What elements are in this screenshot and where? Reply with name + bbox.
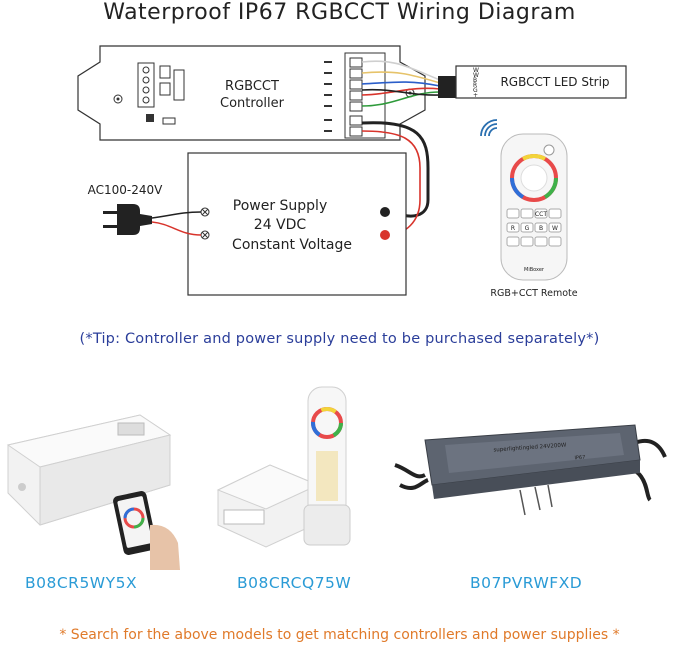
remote-label: RGB+CCT Remote [490, 288, 577, 299]
product-images: superlightingled 24V200W IP67 [6, 386, 667, 570]
ac-plug-icon [103, 204, 152, 235]
product-image-controller-remote [216, 386, 351, 548]
remote-button-cct: CCT [535, 211, 547, 218]
product-model-2: B08CRCQ75W [237, 574, 352, 592]
product-model-1: B08CR5WY5X [25, 574, 138, 592]
strip-wires [361, 60, 441, 107]
ac-terminals [200, 207, 210, 240]
psu-label-line1: Power Supply [233, 198, 328, 214]
remote-buttons: CCT R G B W [506, 208, 562, 247]
remote-brand: MiBoxer [524, 267, 545, 273]
footer-note: * Search for the above models to get mat… [59, 627, 620, 643]
strip-pin: W [473, 72, 479, 79]
psu-product-brand: superlightingled 24V200W [493, 442, 567, 453]
remote-button-g: G [525, 225, 530, 232]
strip-pin: G [473, 87, 478, 94]
remote-wifi-icon [480, 119, 498, 137]
psu-product-rating: IP67 [574, 455, 585, 462]
strip-pin: W [473, 67, 479, 74]
tip-text: (*Tip: Controller and power supply need … [79, 331, 600, 347]
controller-label-line1: RGBCCT [225, 79, 279, 94]
dc-terminal-negative [380, 207, 390, 217]
dc-cable [361, 121, 430, 218]
page-title: Waterproof IP67 RGBCCT Wiring Diagram [103, 0, 576, 25]
controller-label-line2: Controller [220, 96, 285, 111]
led-strip [455, 65, 627, 99]
rgbcct-remote [500, 133, 568, 281]
power-supply [187, 152, 407, 296]
strip-pin: B [473, 77, 477, 84]
product-image-power-supply: superlightingled 24V200W IP67 [394, 424, 667, 516]
strip-pin: R [473, 82, 477, 89]
psu-label-line2: 24 VDC [254, 217, 307, 233]
wiring-diagram: RGBCCT Controller RGBCCT LED Strip W W B… [77, 45, 627, 299]
ac-input-label: AC100-240V [88, 183, 164, 197]
dc-terminal-positive [380, 230, 390, 240]
led-strip-label: RGBCCT LED Strip [500, 75, 609, 89]
remote-button-b: B [539, 225, 543, 232]
remote-button-r: R [511, 225, 515, 232]
strip-pin: + [473, 92, 478, 99]
remote-button-w: W [552, 225, 558, 232]
psu-label-line3: Constant Voltage [232, 237, 352, 253]
product-model-3: B07PVRWFXD [470, 574, 583, 592]
product-image-controller-wifi [6, 414, 180, 570]
